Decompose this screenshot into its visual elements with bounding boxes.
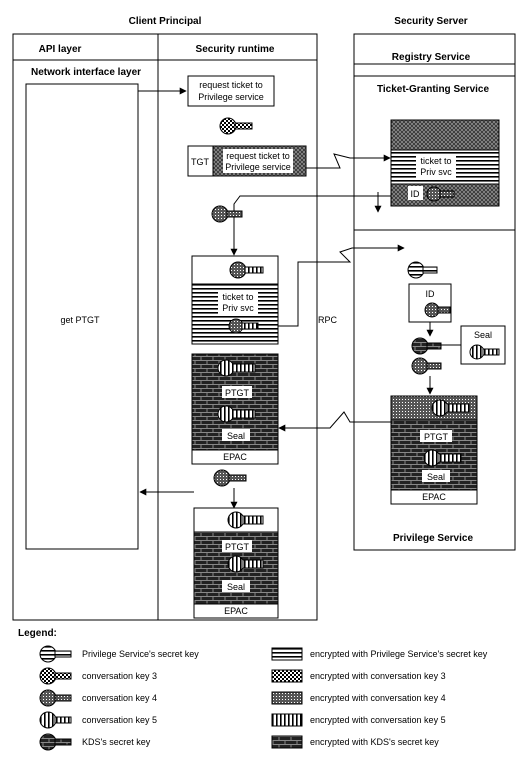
svg-text:conversation key 5: conversation key 5	[82, 715, 157, 725]
svg-text:conversation key 4: conversation key 4	[82, 693, 157, 703]
svg-text:Seal: Seal	[227, 582, 245, 592]
svg-text:KDS's secret key: KDS's secret key	[82, 737, 151, 747]
svg-text:Priv svc: Priv svc	[222, 303, 254, 313]
svg-text:EPAC: EPAC	[223, 452, 247, 462]
svg-text:conversation key 3: conversation key 3	[82, 671, 157, 681]
conversation-key-4-icon-priv	[411, 357, 442, 375]
security-server-header: Security Server	[394, 16, 467, 27]
rpc-label: RPC	[318, 315, 338, 325]
conversation-key-3-icon	[219, 117, 253, 135]
svg-text:EPAC: EPAC	[422, 492, 446, 502]
svg-text:encrypted with KDS's secret ke: encrypted with KDS's secret key	[310, 737, 439, 747]
svg-text:request ticket to: request ticket to	[226, 151, 290, 161]
conversation-key-4-icon	[39, 689, 72, 707]
svg-text:ticket to: ticket to	[222, 292, 253, 302]
hlines-swatch-icon	[271, 647, 303, 661]
dots-swatch-icon	[271, 691, 303, 705]
svg-text:encrypted with conversation ke: encrypted with conversation key 3	[310, 671, 446, 681]
svg-text:encrypted with conversation ke: encrypted with conversation key 4	[310, 693, 446, 703]
runtime-epac-block: PTGT Seal	[191, 353, 279, 451]
svg-text:Privilege Service's secret key: Privilege Service's secret key	[82, 649, 199, 659]
request-ticket-box	[187, 75, 275, 107]
privilege-service-header: Privilege Service	[393, 533, 473, 544]
svg-text:encrypted with Privilege Servi: encrypted with Privilege Service's secre…	[310, 649, 488, 659]
svg-text:request ticket to: request ticket to	[199, 80, 263, 90]
svg-text:Privilege service: Privilege service	[198, 92, 264, 102]
conversation-key-5-icon	[39, 711, 72, 729]
privilege-secret-key-icon	[39, 645, 72, 663]
brick-swatch-icon	[271, 735, 303, 749]
privilege-epac-block: PTGT Seal	[390, 395, 478, 491]
svg-text:PTGT: PTGT	[225, 542, 250, 552]
runtime-final-epac-block: PTGT Seal	[193, 507, 279, 605]
kds-secret-key-icon	[411, 337, 442, 355]
svg-text:PTGT: PTGT	[225, 388, 250, 398]
runtime-ticket-block: ticket to Priv svc	[191, 255, 279, 345]
svg-text:encrypted with conversation ke: encrypted with conversation key 5	[310, 715, 446, 725]
legend-left: Privilege Service's secret key conversat…	[39, 645, 199, 751]
security-server-frame	[353, 33, 516, 551]
legend-title: Legend:	[18, 628, 57, 639]
svg-text:TGT: TGT	[191, 157, 209, 167]
privilege-secret-key-icon	[407, 261, 438, 279]
svg-text:ID: ID	[411, 189, 421, 199]
svg-text:PTGT: PTGT	[424, 432, 449, 442]
checker-swatch-icon	[271, 669, 303, 683]
conversation-key-4-icon	[211, 205, 243, 223]
svg-text:Seal: Seal	[227, 431, 245, 441]
svg-text:Privilege service: Privilege service	[225, 162, 291, 172]
api-layer-header: API layer	[39, 44, 82, 55]
conversation-key-3-icon	[39, 667, 72, 685]
tgs-ticket-block: ticket to Priv svc ID	[390, 119, 500, 207]
kds-secret-key-icon	[39, 733, 72, 751]
get-ptgt-label: get PTGT	[60, 315, 100, 325]
svg-text:Seal: Seal	[474, 330, 492, 340]
network-interface-layer-header: Network interface layer	[31, 67, 141, 78]
svg-text:ticket to: ticket to	[420, 156, 451, 166]
svg-text:EPAC: EPAC	[224, 606, 248, 616]
client-principal-frame	[12, 33, 318, 621]
get-ptgt-box	[25, 83, 139, 550]
conversation-key-4-icon-lower	[213, 469, 247, 487]
legend-right: encrypted with Privilege Service's secre…	[271, 647, 488, 749]
security-runtime-header: Security runtime	[196, 44, 275, 55]
svg-text:ID: ID	[426, 289, 436, 299]
client-principal-header: Client Principal	[129, 16, 202, 27]
svg-text:Priv svc: Priv svc	[420, 167, 452, 177]
ticket-granting-service-header: Ticket-Granting Service	[377, 84, 490, 95]
registry-service-header: Registry Service	[392, 52, 471, 63]
svg-text:Seal: Seal	[427, 472, 445, 482]
tgt-block: TGT request ticket to Privilege service	[187, 145, 307, 177]
seal-key-box: Seal	[460, 325, 506, 365]
vlines-swatch-icon	[271, 713, 303, 727]
